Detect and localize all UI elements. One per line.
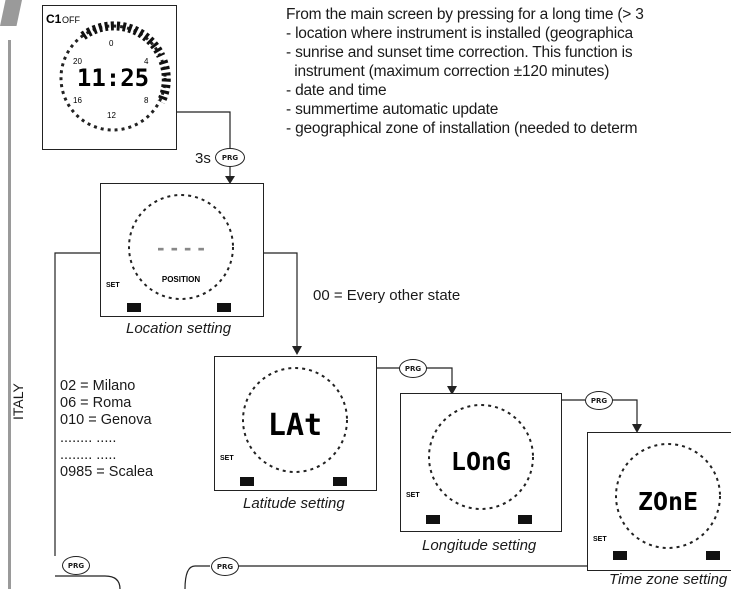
list-item: 06 = Roma — [60, 395, 132, 412]
dial-label: 8 — [144, 96, 149, 105]
dial-label: 12 — [107, 111, 116, 120]
intro-item: instrument (maximum correction ±120 minu… — [286, 63, 610, 80]
plus-button[interactable] — [518, 515, 532, 524]
minus-button[interactable] — [127, 303, 141, 312]
timezone-panel-face: ZOnE SET — [593, 443, 721, 549]
longitude-panel: LOnG SET — [400, 393, 562, 532]
intro-text: From the main screen by pressing for a l… — [286, 5, 644, 138]
prg-label: PRG — [67, 561, 85, 570]
main-display: C1 OFF 0 4 8 12 16 20 11:25 — [42, 5, 177, 150]
latitude-panel: LAt SET — [214, 356, 377, 491]
timezone-caption: Time zone setting — [609, 571, 728, 588]
list-item: 02 = Milano — [60, 378, 136, 394]
location-caption: Location setting — [126, 320, 232, 337]
plus-button[interactable] — [333, 477, 347, 486]
prg-button[interactable]: PRG — [215, 148, 245, 167]
prg-label: PRG — [216, 562, 234, 571]
prg-button[interactable]: PRG — [585, 391, 613, 410]
corner-mark — [0, 0, 22, 26]
main-display-face: C1 OFF 0 4 8 12 16 20 11:25 — [46, 12, 171, 132]
prg-button[interactable]: PRG — [211, 557, 239, 576]
position-label: POSITION — [162, 275, 200, 284]
minus-button[interactable] — [613, 551, 627, 560]
minus-button[interactable] — [426, 515, 440, 524]
list-item: ........ ..... — [60, 446, 117, 463]
location-dashes: - - - - — [157, 235, 205, 260]
timezone-display: ZOnE — [638, 487, 698, 516]
margin-rule — [8, 40, 11, 589]
latitude-panel-face: LAt SET — [220, 367, 348, 473]
prg-label: PRG — [221, 153, 239, 162]
prg-button[interactable]: PRG — [62, 556, 90, 575]
list-item: ........ ..... — [60, 429, 117, 446]
minus-button[interactable] — [240, 477, 254, 486]
list-item: 0985 = Scalea — [60, 464, 154, 481]
state-label: OFF — [62, 15, 80, 25]
dial-label: 20 — [73, 57, 82, 66]
plus-button[interactable] — [217, 303, 231, 312]
intro-item: - location where instrument is installed… — [286, 25, 633, 42]
set-label: SET — [220, 455, 234, 462]
list-item: 010 = Genova — [60, 412, 152, 429]
time-display: 11:25 — [77, 64, 149, 92]
dial-label: 0 — [109, 39, 114, 48]
italy-label: ITALY — [10, 383, 26, 420]
set-label: SET — [106, 282, 120, 289]
long-press-duration: 3s — [195, 150, 211, 167]
dial-label: 16 — [73, 96, 82, 105]
longitude-display: LOnG — [451, 447, 511, 476]
intro-line: From the main screen by pressing for a l… — [286, 6, 644, 23]
prg-label: PRG — [404, 364, 422, 373]
longitude-panel-face: LOnG SET — [406, 404, 534, 510]
location-panel: - - - - POSITION SET — [100, 183, 264, 317]
dial-label: 4 — [144, 57, 149, 66]
set-label: SET — [593, 536, 607, 543]
channel-label: C1 — [46, 12, 62, 26]
italy-list: 02 = Milano 06 = Roma 010 = Genova .....… — [60, 378, 153, 481]
longitude-caption: Longitude setting — [422, 537, 537, 554]
latitude-display: LAt — [268, 408, 322, 443]
prg-button[interactable]: PRG — [399, 359, 427, 378]
intro-item: - geographical zone of installation (nee… — [286, 120, 638, 137]
intro-item: - summertime automatic update — [286, 101, 499, 118]
timezone-panel: ZOnE SET — [587, 432, 731, 571]
location-panel-face: - - - - POSITION SET — [106, 194, 234, 300]
intro-item: - date and time — [286, 82, 387, 99]
set-label: SET — [406, 492, 420, 499]
other-state-note: 00 = Every other state — [313, 287, 461, 304]
prg-label: PRG — [590, 396, 608, 405]
plus-button[interactable] — [706, 551, 720, 560]
intro-item: - sunrise and sunset time correction. Th… — [286, 44, 633, 61]
latitude-caption: Latitude setting — [243, 495, 345, 512]
